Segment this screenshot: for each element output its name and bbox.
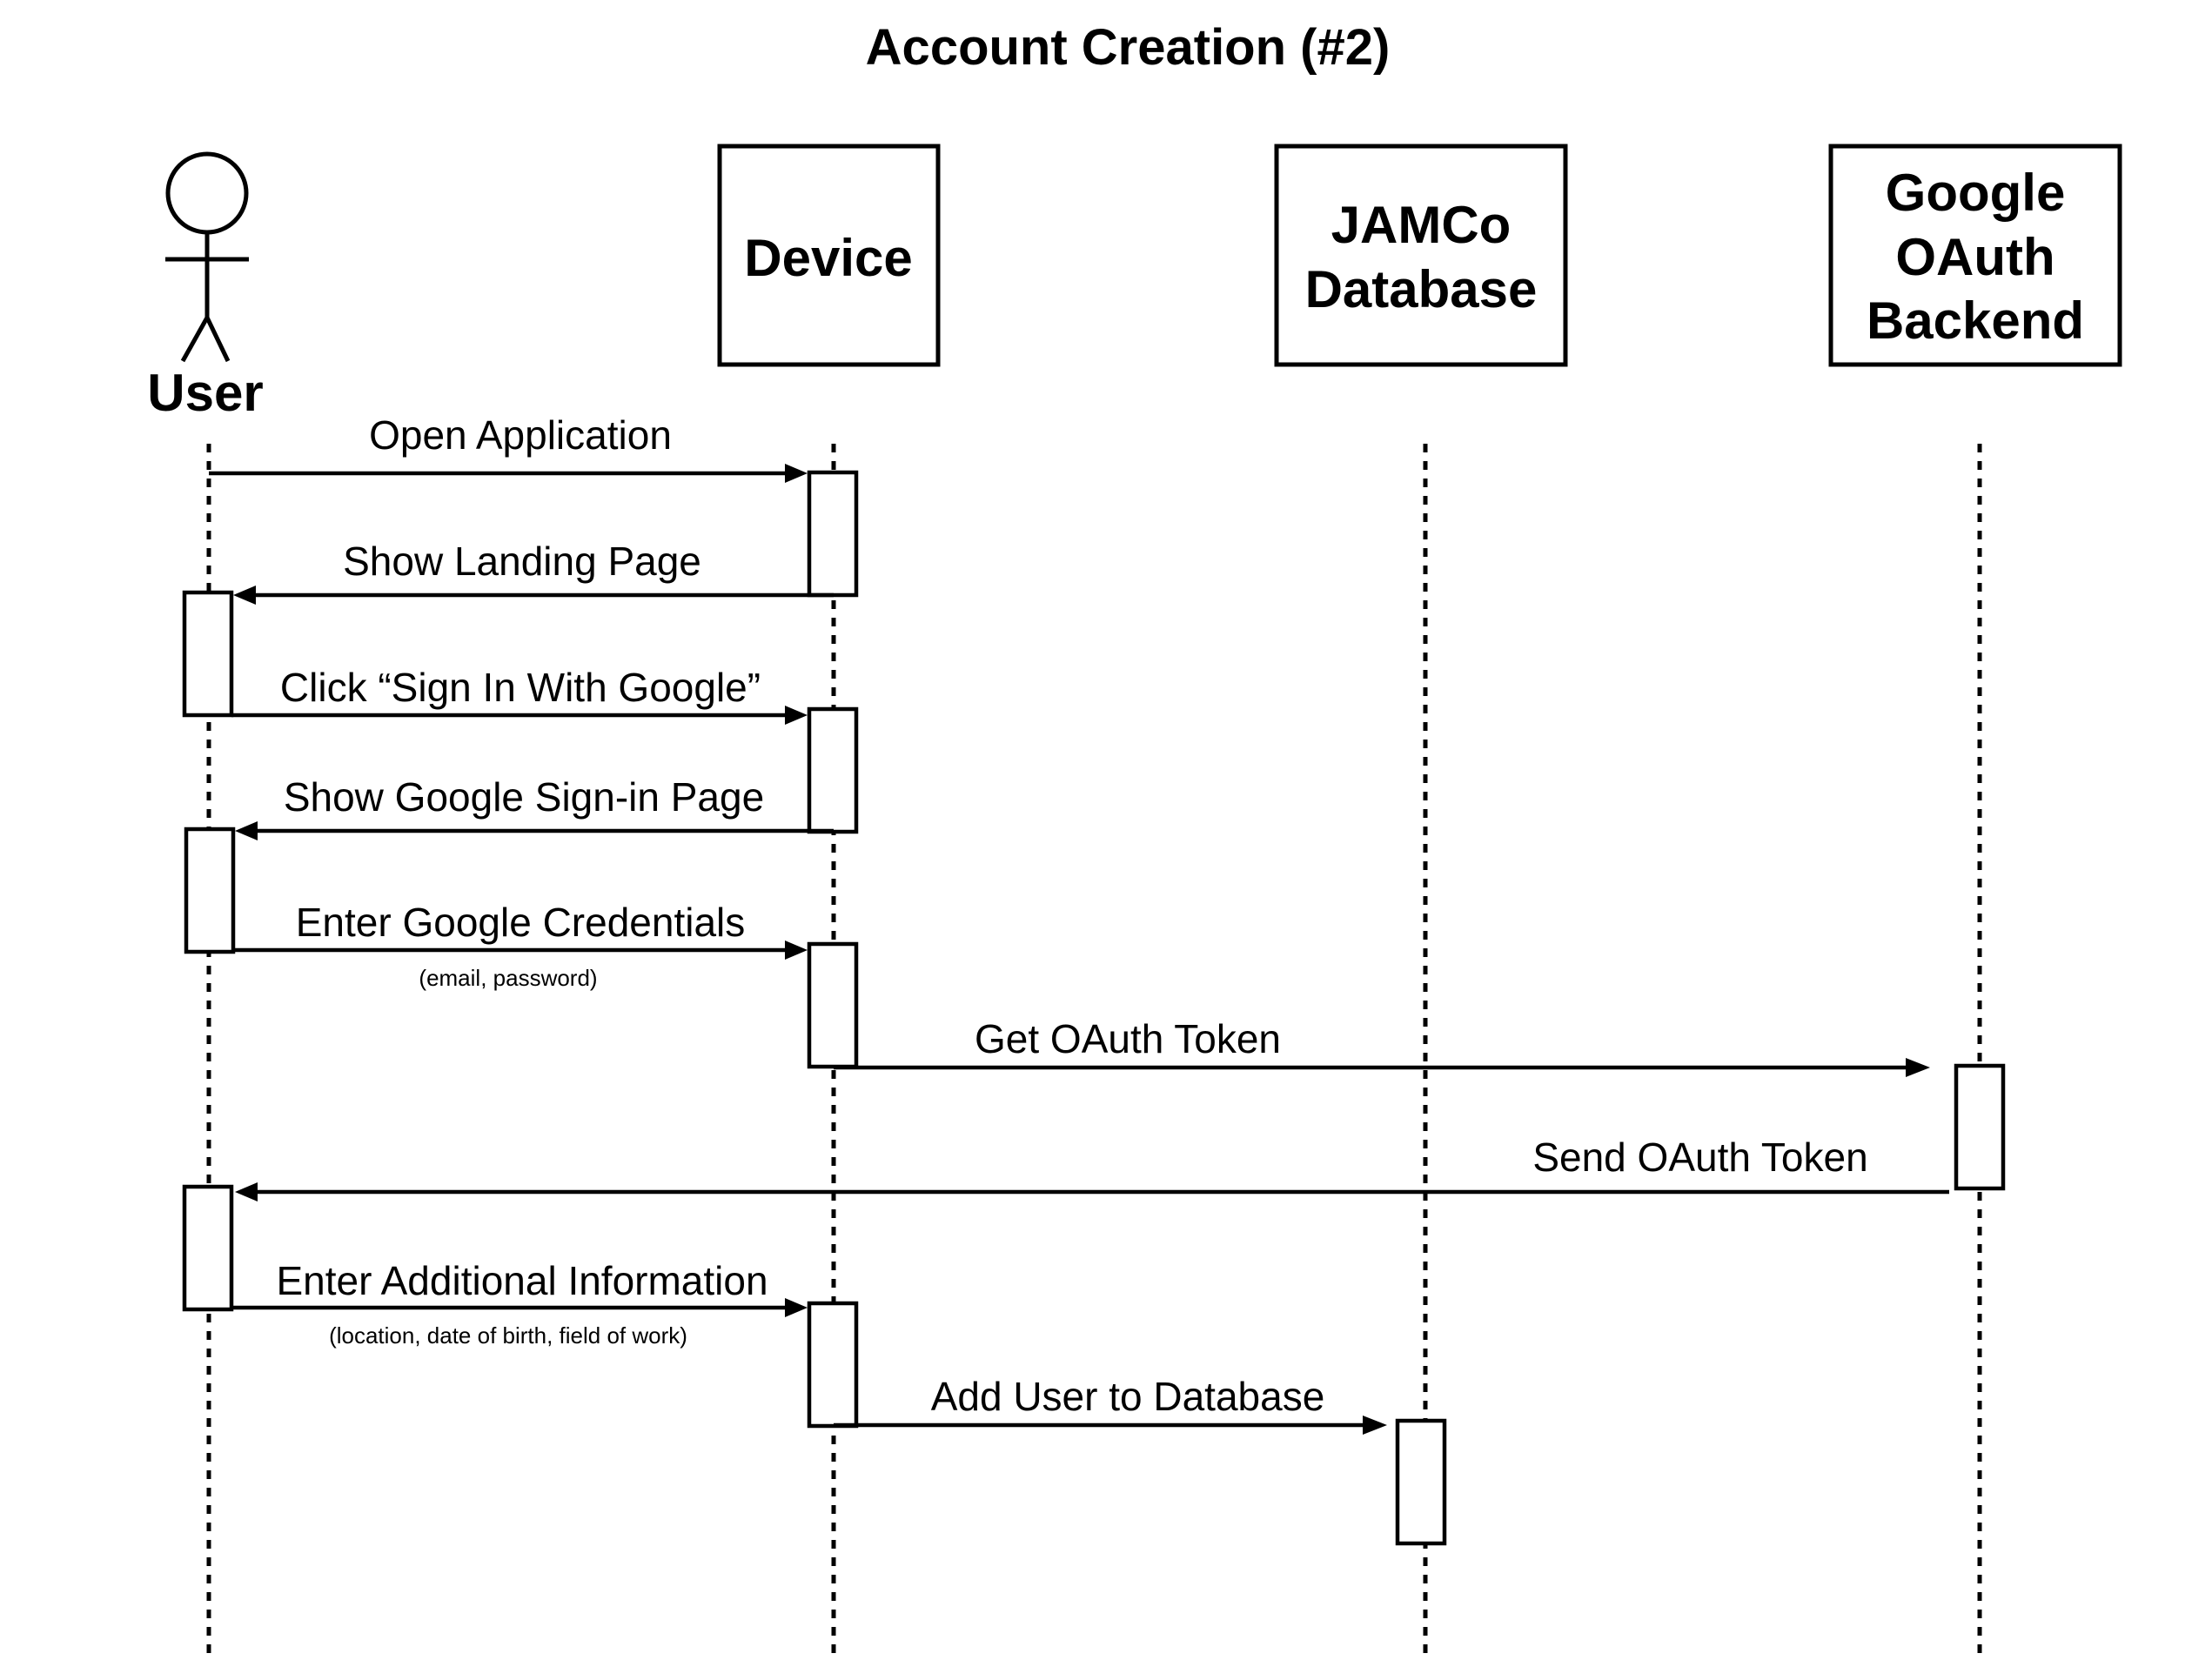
message-add-user-to-database: Add User to Database xyxy=(834,1374,1387,1435)
participant-device: Device xyxy=(717,144,941,367)
user-activation-bar xyxy=(182,1184,234,1312)
message-send-oauth-token: Send OAuth Token xyxy=(235,1135,1949,1201)
device-activation-bar xyxy=(807,1301,859,1429)
participant-database: JAMCo Database xyxy=(1274,144,1568,367)
participant-label-line: Database xyxy=(1305,260,1538,318)
message-show-landing-page: Show Landing Page xyxy=(233,539,834,605)
participant-label-line: Backend xyxy=(1867,291,2084,350)
device-activation-bar xyxy=(807,941,859,1069)
message-note: (location, date of birth, field of work) xyxy=(329,1322,687,1349)
message-note: (email, password) xyxy=(419,965,597,991)
message-label: Open Application xyxy=(369,412,672,458)
message-click-sign-in-with-google: Click “Sign In With Google” xyxy=(231,665,808,725)
arrowhead-icon xyxy=(785,940,808,960)
arrowhead-icon xyxy=(235,821,258,840)
participant-label-line: Google xyxy=(1886,164,2066,222)
participant-label: Device xyxy=(744,229,912,287)
arrowhead-icon xyxy=(235,1182,258,1201)
message-enter-additional-information: Enter Additional Information (location, … xyxy=(231,1258,808,1349)
message-open-application: Open Application xyxy=(209,412,808,483)
user-activation-bar xyxy=(184,827,236,954)
user-actor-label: User xyxy=(147,364,263,422)
message-get-oauth-token: Get OAuth Token xyxy=(834,1016,1930,1077)
diagram-title: Account Creation (#2) xyxy=(866,19,1391,76)
arrowhead-icon xyxy=(1363,1416,1387,1435)
participant-label-line: OAuth xyxy=(1895,228,2054,286)
arrowhead-icon xyxy=(785,706,808,725)
message-label: Click “Sign In With Google” xyxy=(280,665,761,710)
oauth-activation-bar xyxy=(1954,1063,2006,1191)
participant-oauth-backend: Google OAuth Backend xyxy=(1828,144,2122,367)
message-show-google-sign-in-page: Show Google Sign-in Page xyxy=(235,774,834,840)
arrowhead-icon xyxy=(233,586,256,605)
device-activation-bar xyxy=(807,470,859,598)
message-label: Enter Google Credentials xyxy=(296,900,746,945)
user-activation-bar xyxy=(182,590,234,718)
participant-box xyxy=(1828,144,2122,367)
participant-label-line: JAMCo xyxy=(1331,196,1512,254)
message-enter-google-credentials: Enter Google Credentials (email, passwor… xyxy=(231,900,808,991)
arrowhead-icon xyxy=(1906,1058,1930,1077)
database-activation-bar xyxy=(1395,1418,1447,1546)
user-actor: User xyxy=(147,151,264,422)
message-label: Add User to Database xyxy=(931,1374,1325,1419)
arrowhead-icon xyxy=(785,1298,808,1317)
participant-box xyxy=(717,144,941,367)
device-activation-bar xyxy=(807,706,859,834)
message-label: Send OAuth Token xyxy=(1532,1135,1867,1180)
message-label: Show Google Sign-in Page xyxy=(284,774,764,820)
stick-figure-icon xyxy=(165,151,249,363)
arrowhead-icon xyxy=(785,464,808,483)
participant-box xyxy=(1274,144,1568,367)
message-label: Get OAuth Token xyxy=(975,1016,1281,1061)
message-label: Show Landing Page xyxy=(343,539,701,584)
message-label: Enter Additional Information xyxy=(276,1258,767,1303)
